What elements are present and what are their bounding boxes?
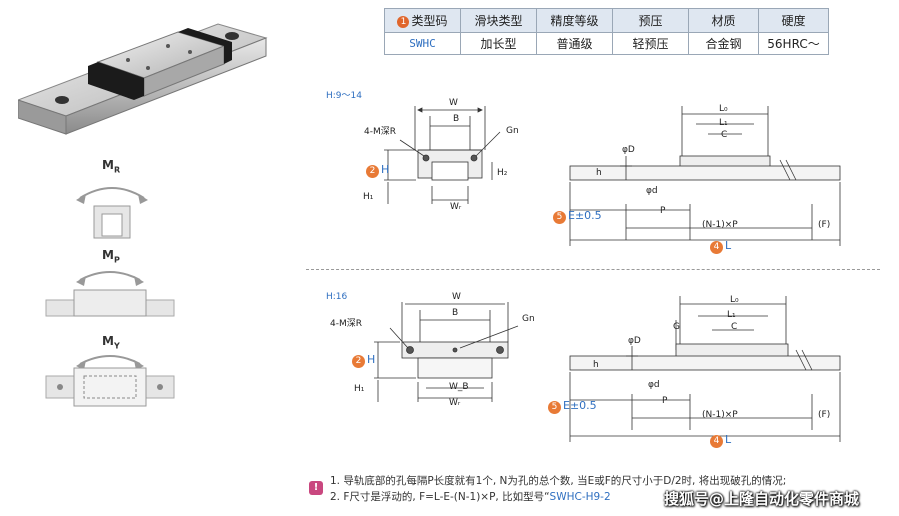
s1-P: P bbox=[660, 206, 666, 216]
spec-value-type-code: SWHC bbox=[384, 32, 461, 55]
spec-header-hardness: 硬度 bbox=[758, 8, 829, 33]
notes-block: 1. 导轨底部的孔每隔P长度就有1个, N为孔的总个数, 当E或F的尺寸小于D/… bbox=[330, 473, 890, 505]
section2-cross-section bbox=[374, 302, 519, 402]
s1-NP: (N-1)×P bbox=[702, 220, 738, 230]
s2-G: G bbox=[673, 322, 680, 332]
s2-h: h bbox=[593, 360, 599, 370]
s2-phid: φd bbox=[648, 380, 660, 390]
s1-H1: H₁ bbox=[363, 192, 374, 202]
spec-value-preload: 轻预压 bbox=[612, 32, 689, 55]
s1-tap-label: 4-M深R bbox=[364, 127, 396, 137]
note-icon: ! bbox=[309, 475, 323, 495]
moment-mp-icon bbox=[45, 271, 175, 317]
moment-mr-icon bbox=[76, 187, 148, 239]
s2-B: B bbox=[452, 308, 459, 318]
section2-side-view bbox=[569, 296, 841, 442]
s2-NP: (N-1)×P bbox=[702, 410, 738, 420]
s2-WB: W_B bbox=[449, 382, 469, 392]
spec-value-material: 合金钢 bbox=[688, 32, 759, 55]
spec-header-precision: 精度等级 bbox=[536, 8, 613, 33]
s1-L1: L₁ bbox=[719, 118, 728, 128]
watermark: 搜狐号@上隆自动化零件商城 bbox=[664, 490, 860, 508]
s1-C: C bbox=[721, 130, 728, 140]
s2-W: W bbox=[452, 292, 461, 302]
s1-F: (F) bbox=[818, 220, 831, 230]
note-line-1: 1. 导轨底部的孔每隔P长度就有1个, N为孔的总个数, 当E或F的尺寸小于D/… bbox=[330, 475, 787, 487]
s2-H1: H₁ bbox=[354, 384, 365, 394]
s1-WR: Wᵣ bbox=[450, 202, 462, 212]
s1-B: B bbox=[453, 114, 460, 124]
s1-L0: L₀ bbox=[719, 104, 728, 114]
s2-tap-label: 4-M深R bbox=[330, 319, 362, 329]
spec-header-block-type: 滑块类型 bbox=[460, 8, 537, 33]
section-separator bbox=[306, 269, 880, 270]
s2-phiD: φD bbox=[628, 336, 641, 346]
section1-cross-section bbox=[384, 106, 501, 204]
s2-L0: L₀ bbox=[730, 295, 739, 305]
spec-value-block-type: 加长型 bbox=[460, 32, 537, 55]
s1-Gn: Gn bbox=[506, 126, 519, 136]
spec-header-preload: 预压 bbox=[612, 8, 689, 33]
note-line-2: 2. F尺寸是浮动的, F=L-E-(N-1)×P, 比如型号“SWHC-H9-… bbox=[330, 491, 611, 503]
s1-phiD: φD bbox=[622, 145, 635, 155]
moment-mp-label: MP bbox=[102, 248, 120, 265]
moment-mr-label: MR bbox=[102, 158, 121, 175]
s1-W: W bbox=[449, 98, 458, 108]
section2-title: H:16 bbox=[326, 292, 348, 302]
s1-phid: φd bbox=[646, 186, 658, 196]
product-photo bbox=[18, 23, 268, 135]
spec-value-precision: 普通级 bbox=[536, 32, 613, 55]
s2-C: C bbox=[731, 322, 738, 332]
s2-F: (F) bbox=[818, 410, 831, 420]
spec-header-material: 材质 bbox=[688, 8, 759, 33]
s2-Gn: Gn bbox=[522, 314, 535, 324]
spec-table-value-row: SWHC 加长型 普通级 轻预压 合金钢 56HRC～ bbox=[384, 32, 829, 55]
section1-side-view bbox=[569, 106, 841, 246]
s2-L1: L₁ bbox=[727, 310, 736, 320]
s1-H2: H₂ bbox=[497, 168, 508, 178]
s2-WR: Wᵣ bbox=[449, 398, 461, 408]
moment-my-label: MY bbox=[102, 334, 120, 351]
spec-value-hardness: 56HRC～ bbox=[758, 32, 829, 55]
s2-P: P bbox=[662, 396, 668, 406]
section1-title: H:9～14 bbox=[326, 91, 362, 101]
moment-my-icon bbox=[45, 355, 175, 407]
s1-h: h bbox=[596, 168, 602, 178]
badge-1: 1 bbox=[397, 16, 410, 28]
